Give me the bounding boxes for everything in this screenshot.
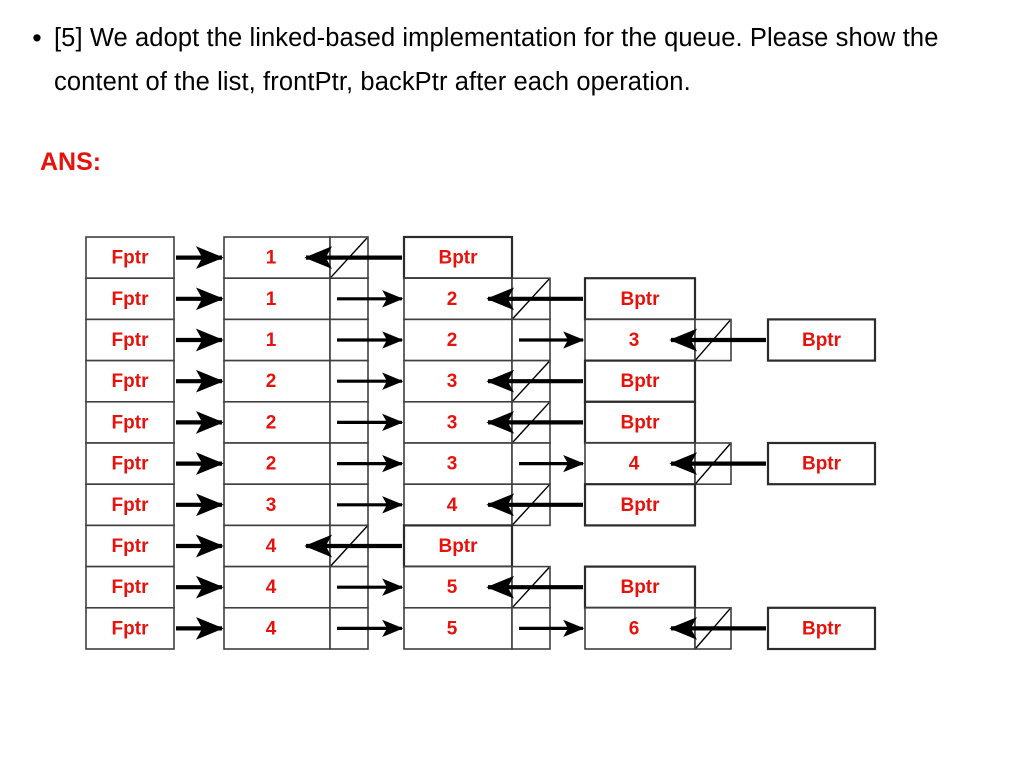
node-value-label: 2 — [266, 454, 277, 475]
node-value-label: 1 — [266, 248, 277, 269]
node-value-cell — [223, 359, 331, 403]
node-value-label: 2 — [447, 330, 458, 351]
bptr-box — [583, 277, 697, 321]
fptr-box — [85, 277, 175, 321]
node-value-cell — [403, 606, 513, 650]
bptr-box — [766, 441, 877, 486]
bptr-label: Bptr — [620, 577, 660, 598]
node-value-label: 3 — [266, 495, 277, 516]
node-value-label: 2 — [266, 412, 277, 433]
bptr-label: Bptr — [438, 536, 478, 557]
bptr-box — [766, 318, 877, 362]
bptr-label: Bptr — [620, 371, 660, 392]
fptr-label: Fptr — [112, 330, 150, 351]
bptr-label: Bptr — [620, 412, 660, 433]
node-value-label: 2 — [266, 371, 277, 392]
node-value-cell — [223, 483, 331, 527]
node-value-cell — [403, 442, 513, 486]
fptr-label: Fptr — [112, 618, 150, 639]
node-value-cell — [223, 442, 331, 486]
node-value-label: 3 — [447, 371, 458, 392]
question-block: • [5] We adopt the linked-based implemen… — [20, 16, 980, 104]
bptr-box — [766, 606, 877, 651]
node-value-label: 4 — [266, 536, 277, 557]
node-value-cell — [223, 606, 331, 650]
fptr-box — [85, 236, 175, 280]
node-value-label: 4 — [266, 577, 277, 598]
node-value-label: 4 — [447, 495, 458, 516]
node-value-label: 3 — [447, 454, 458, 475]
fptr-label: Fptr — [112, 536, 150, 557]
bptr-label: Bptr — [438, 248, 478, 269]
node-value-label: 2 — [447, 289, 458, 310]
bullet-point-icon: • — [32, 23, 42, 53]
bptr-box — [583, 359, 697, 403]
bptr-label: Bptr — [802, 618, 842, 639]
node-value-label: 6 — [629, 618, 640, 639]
bptr-box — [583, 400, 697, 445]
fptr-label: Fptr — [112, 454, 150, 475]
node-value-label: 3 — [629, 330, 640, 351]
bptr-box — [583, 565, 697, 609]
node-value-label: 4 — [266, 618, 277, 639]
bptr-label: Bptr — [802, 330, 842, 351]
node-value-cell — [223, 318, 331, 362]
node-value-cell — [223, 400, 331, 444]
fptr-label: Fptr — [112, 495, 150, 516]
fptr-box — [85, 565, 175, 609]
fptr-box — [85, 524, 175, 568]
fptr-label: Fptr — [112, 577, 150, 598]
fptr-label: Fptr — [112, 289, 150, 310]
node-value-cell — [223, 277, 331, 321]
fptr-label: Fptr — [112, 412, 150, 433]
question-text: [5] We adopt the linked-based implementa… — [54, 24, 946, 96]
fptr-label: Fptr — [112, 371, 150, 392]
bptr-label: Bptr — [802, 454, 842, 475]
bptr-label: Bptr — [620, 289, 660, 310]
node-value-label: 3 — [447, 412, 458, 433]
node-value-cell — [223, 565, 331, 609]
node-value-cell — [403, 318, 513, 362]
answer-label: ANS: — [40, 148, 102, 176]
bptr-label: Bptr — [620, 495, 660, 516]
node-value-label: 5 — [447, 577, 458, 598]
node-value-label: 1 — [266, 330, 277, 351]
fptr-box — [85, 400, 175, 444]
bptr-box — [583, 483, 697, 527]
node-value-label: 1 — [266, 289, 277, 310]
node-value-label: 4 — [629, 454, 640, 475]
node-value-label: 5 — [447, 618, 458, 639]
bullet-row: • [5] We adopt the linked-based implemen… — [20, 16, 980, 104]
fptr-box — [85, 606, 175, 650]
fptr-label: Fptr — [112, 248, 150, 269]
